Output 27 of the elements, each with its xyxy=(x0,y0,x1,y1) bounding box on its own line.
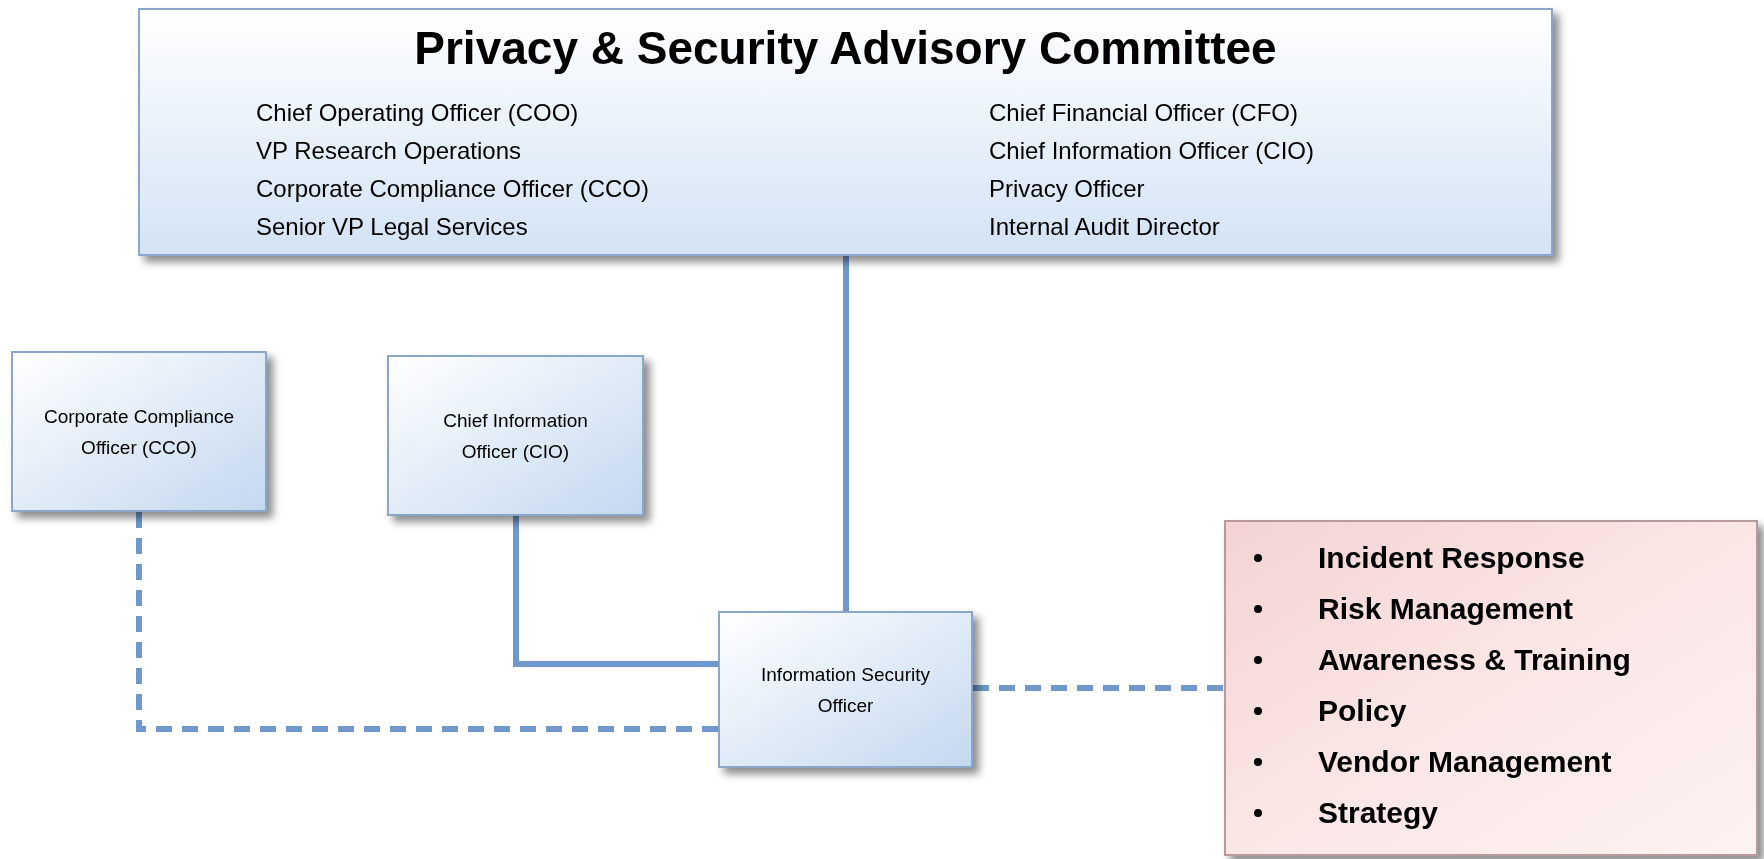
member-title: Chief Operating Officer (COO) xyxy=(256,98,580,128)
member-title: Senior VP Legal Services xyxy=(256,212,529,242)
member-title: Internal Audit Director xyxy=(989,212,1221,242)
responsibilities-box xyxy=(1224,520,1758,856)
dashed-connector xyxy=(973,685,1224,691)
role-title: Information Security Officer xyxy=(760,662,931,718)
dashed-connector xyxy=(136,512,718,732)
connector xyxy=(843,256,849,611)
committee-title: Privacy & Security Advisory Committee xyxy=(413,21,1278,76)
member-title: Chief Financial Officer (CFO) xyxy=(989,98,1299,128)
role-box xyxy=(718,611,973,768)
responsibility-item: Awareness & Training xyxy=(1318,642,1631,678)
member-title: Privacy Officer xyxy=(989,174,1146,204)
role-title: Corporate Compliance Officer (CCO) xyxy=(42,404,236,460)
responsibility-item: Policy xyxy=(1318,693,1407,729)
committee-box xyxy=(138,8,1553,256)
responsibility-item: Risk Management xyxy=(1318,591,1574,627)
role-title: Chief Information Officer (CIO) xyxy=(442,408,589,464)
role-box xyxy=(387,355,644,516)
role-box xyxy=(11,351,267,512)
responsibility-item: Incident Response xyxy=(1318,540,1585,576)
member-title: Chief Information Officer (CIO) xyxy=(989,136,1314,166)
member-title: VP Research Operations xyxy=(256,136,523,166)
responsibility-item: Strategy xyxy=(1318,795,1439,831)
responsibility-item: Vendor Management xyxy=(1318,744,1612,780)
connector xyxy=(513,516,718,667)
member-title: Corporate Compliance Officer (CCO) xyxy=(256,174,649,204)
